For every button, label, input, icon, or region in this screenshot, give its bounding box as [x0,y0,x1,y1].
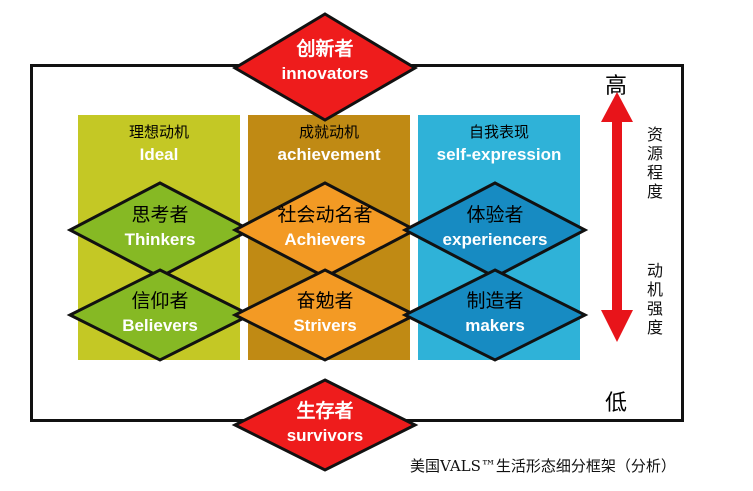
makers-diamond [401,268,589,362]
experiencers-en: experiencers [442,230,548,249]
caption: 美国VALS™生活形态细分框架（分析） [410,457,676,475]
believers-en: Believers [122,316,198,335]
column-achievement-zh: 成就动机 [298,123,359,141]
scale-motivation: 动机强度 [644,262,663,338]
strivers-label: 奋勉者 Strivers [245,290,405,335]
achievers-en: Achievers [284,230,366,249]
believers-diamond [66,268,254,362]
column-self-expression-zh: 自我表现 [468,123,529,141]
thinkers-zh: 思考者 [131,204,189,226]
makers-label: 制造者 makers [415,290,575,335]
thinkers-en: Thinkers [124,230,196,249]
innovators-label: 创新者 innovators [245,38,405,83]
scale-resources: 资源程度 [644,126,663,202]
column-achievement-en: achievement [277,145,381,164]
survivors-diamond [231,378,419,472]
makers-en: makers [465,316,525,335]
survivors-en: survivors [286,426,364,445]
strivers-en: Strivers [293,316,357,335]
column-self-expression-en: self-expression [436,145,562,164]
innovators-zh: 创新者 [296,38,354,60]
column-ideal-zh: 理想动机 [128,123,189,141]
survivors-label: 生存者 survivors [245,400,405,445]
strivers-diamond [231,268,419,362]
scale-arrow-down [601,310,633,342]
achievers-zh: 社会动名者 [277,204,373,226]
survivors-zh: 生存者 [296,400,354,422]
makers-zh: 制造者 [466,290,524,312]
believers-label: 信仰者 Believers [80,290,240,335]
experiencers-zh: 体验者 [466,204,524,226]
scale-low: 低 [605,391,628,416]
scale-arrow-up [601,92,633,122]
experiencers-label: 体验者 experiencers [415,204,575,249]
thinkers-label: 思考者 Thinkers [80,204,240,249]
strivers-zh: 奋勉者 [296,290,354,312]
innovators-diamond [232,12,418,122]
innovators-en: innovators [281,64,369,83]
believers-zh: 信仰者 [131,290,189,312]
achievers-label: 社会动名者 Achievers [245,204,405,249]
scale-high: 高 [605,74,628,99]
column-ideal-en: Ideal [139,145,179,164]
